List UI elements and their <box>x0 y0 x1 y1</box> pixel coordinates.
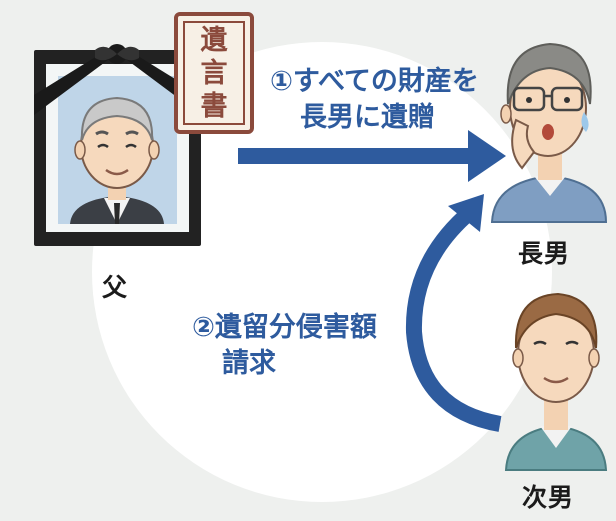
father-portrait <box>70 96 164 224</box>
bequest-line-1: ①すべての財産を <box>270 66 479 97</box>
claim-line-2: 請求 <box>222 348 276 379</box>
second-son-figure <box>504 292 608 471</box>
bequest-label: ①すべての財産を 長男に遺贈 <box>270 64 479 136</box>
bequest-arrow <box>238 130 506 182</box>
claim-label: ②遺留分侵害額 請求 <box>192 310 377 382</box>
will-document <box>174 12 254 134</box>
will-char-1: 遺 <box>200 25 228 56</box>
second-son-label: 次男 <box>522 483 575 512</box>
bequest-line-2: 長男に遺贈 <box>300 102 435 133</box>
claim-arrow <box>405 194 502 432</box>
eldest-son-figure <box>490 42 608 223</box>
eldest-son-label: 長男 <box>518 239 571 268</box>
will-text: 遺 言 書 <box>186 24 242 123</box>
will-char-2: 言 <box>200 58 228 89</box>
father-label: 父 <box>102 273 129 302</box>
claim-line-1: ②遺留分侵害額 <box>192 312 377 343</box>
will-char-3: 書 <box>200 91 228 122</box>
